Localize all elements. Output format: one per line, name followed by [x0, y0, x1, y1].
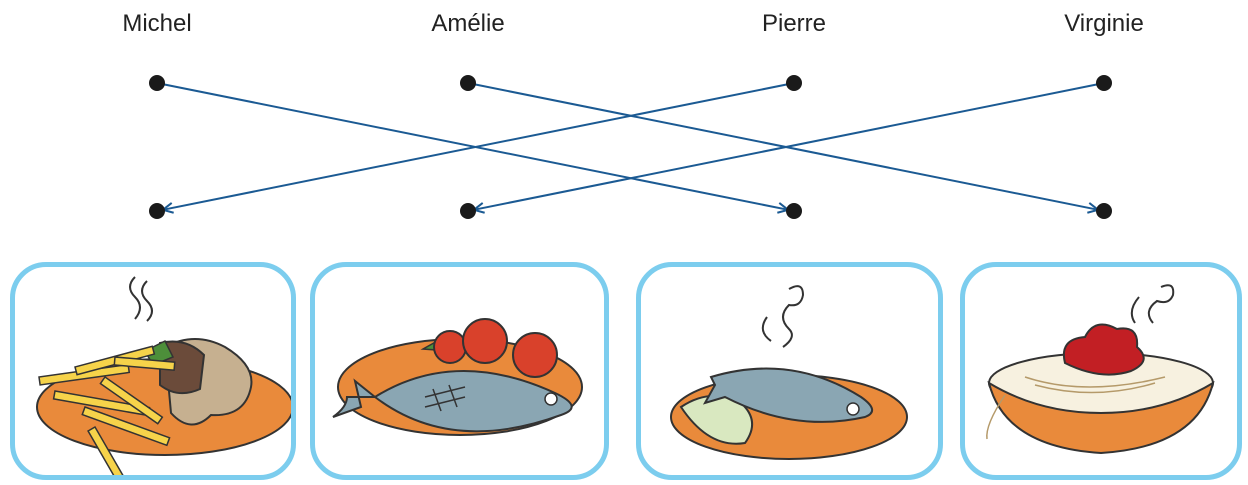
connector-amelie-to-spaghetti — [467, 82, 1098, 210]
spaghetti-icon — [986, 284, 1215, 455]
bottom-dot-4[interactable] — [1096, 203, 1112, 219]
top-dot-1[interactable] — [149, 75, 165, 91]
dish-card-fish-with-cabbage[interactable] — [636, 262, 943, 480]
steak-and-fries-icon — [36, 276, 291, 475]
connector-michel-to-fish-with-cabbage — [156, 82, 788, 210]
dish-card-fish-with-tomatoes[interactable] — [310, 262, 609, 480]
bottom-dot-3[interactable] — [786, 203, 802, 219]
matching-diagram — [149, 75, 1112, 219]
person-name-virginie: Virginie — [1064, 10, 1144, 37]
connector-virginie-to-fish-with-tomatoes — [474, 82, 1105, 210]
bottom-dot-2[interactable] — [460, 203, 476, 219]
person-name-amelie: Amélie — [431, 10, 505, 37]
dish-card-steak-and-fries[interactable] — [10, 262, 296, 480]
connector-pierre-to-steak-and-fries — [163, 82, 795, 210]
dish-card-spaghetti[interactable] — [960, 262, 1242, 480]
person-name-pierre: Pierre — [761, 10, 827, 37]
top-dot-2[interactable] — [460, 75, 476, 91]
top-dot-4[interactable] — [1096, 75, 1112, 91]
bottom-dot-1[interactable] — [149, 203, 165, 219]
person-name-michel: Michel — [122, 10, 192, 37]
top-dot-3[interactable] — [786, 75, 802, 91]
fish-with-cabbage-icon — [670, 285, 908, 460]
fish-with-tomatoes-icon — [332, 318, 583, 436]
